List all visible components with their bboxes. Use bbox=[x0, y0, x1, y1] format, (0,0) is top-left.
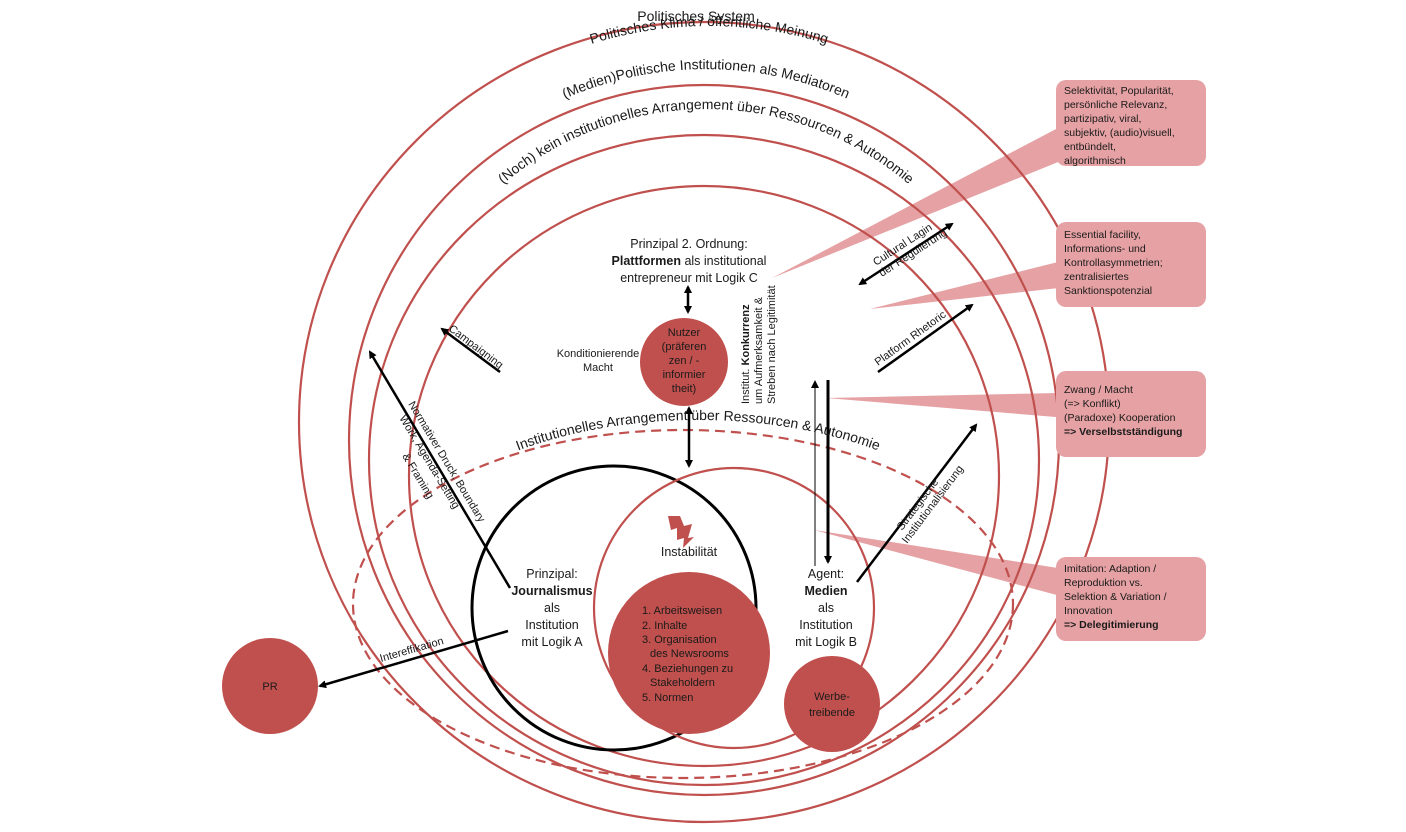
ring-label-no-arrangement: (Noch) kein institutionelles Arrangement… bbox=[495, 96, 918, 187]
arrow-platform-rhetoric bbox=[877, 303, 974, 374]
svg-text:um Aufmerksamkeit &: um Aufmerksamkeit & bbox=[753, 296, 765, 404]
ring-mediators bbox=[367, 133, 1041, 787]
nutzer-line-2: zen / - bbox=[669, 355, 700, 367]
nutzer-circle bbox=[640, 318, 728, 406]
medien-line3: als bbox=[818, 601, 834, 615]
pr-label: PR bbox=[262, 681, 277, 693]
callout4-line4: Innovation bbox=[1064, 605, 1113, 617]
werbe-line1: Werbe- bbox=[814, 691, 850, 703]
core-item-4b: Stakeholdern bbox=[650, 677, 715, 689]
konditionierende-line2: Macht bbox=[583, 362, 613, 374]
core-item-2: 2. Inhalte bbox=[642, 620, 687, 632]
callout2-line4: zentralisiertes bbox=[1064, 271, 1129, 283]
svg-text:Streben nach Legitimität: Streben nach Legitimität bbox=[766, 285, 778, 404]
callout-pointer-4 bbox=[814, 530, 1068, 598]
callout4-line3: Selektion & Variation / bbox=[1064, 591, 1167, 603]
callout4-line2: Reproduktion vs. bbox=[1064, 577, 1143, 589]
callout1-line6: algorithmisch bbox=[1064, 155, 1126, 167]
callout-essential-facility: Essential facility, Informations- und Ko… bbox=[1056, 222, 1206, 307]
arrow-strategische bbox=[856, 423, 978, 583]
core-circle bbox=[608, 572, 770, 734]
arrow-normative bbox=[368, 350, 512, 589]
callout-zwang: Zwang / Macht (=> Konflikt) (Paradoxe) K… bbox=[1056, 371, 1206, 457]
callout3-line1: Zwang / Macht bbox=[1064, 384, 1133, 396]
callout2-line2: Informations- und bbox=[1064, 243, 1146, 255]
werbe-line2: treibende bbox=[809, 707, 855, 719]
svg-text:Institut. Konkurrenz: Institut. Konkurrenz bbox=[740, 304, 752, 404]
callout1-line2: persönliche Relevanz, bbox=[1064, 99, 1168, 111]
platform-rhetoric-label: Platform Rhetoric bbox=[873, 308, 949, 368]
callout3-line3: (Paradoxe) Kooperation bbox=[1064, 412, 1176, 424]
konditionierende-line1: Konditionierende bbox=[557, 348, 640, 360]
platform-line1: Prinzipal 2. Ordnung: bbox=[630, 237, 747, 251]
callout-imitation: Imitation: Adaption / Reproduktion vs. S… bbox=[1056, 557, 1206, 641]
core-item-1: 1. Arbeitsweisen bbox=[642, 605, 722, 617]
ring-no-arrangement bbox=[407, 184, 1001, 768]
callout3-line4: => Verselbstständigung bbox=[1064, 426, 1183, 438]
callout-pointer-3 bbox=[826, 393, 1068, 418]
media-circle bbox=[592, 466, 876, 750]
callout1-line5: entbündelt, bbox=[1064, 141, 1116, 153]
ring-label-mediators: (Medien)Politische Institutionen als Med… bbox=[560, 56, 853, 101]
arrow-cultural-lag bbox=[858, 222, 954, 286]
core-item-4: 4. Beziehungen zu bbox=[642, 663, 733, 675]
medien-line1: Agent: bbox=[808, 567, 844, 581]
callout2-line1: Essential facility, bbox=[1064, 229, 1141, 241]
campaigning-label: Campaigning bbox=[446, 323, 505, 372]
nutzer-line-0: Nutzer bbox=[668, 327, 701, 339]
callout-platform-traits: Selektivität, Popularität, persönliche R… bbox=[1056, 80, 1206, 167]
journalism-line2: Journalismus bbox=[511, 584, 592, 598]
nutzer-line-4: theit) bbox=[672, 383, 696, 395]
werbe-circle bbox=[784, 656, 880, 752]
platform-line2: Plattformen als institutional bbox=[612, 254, 767, 268]
callout1-line4: subjektiv, (audio)visuell, bbox=[1064, 127, 1175, 139]
lightning-icon bbox=[668, 516, 694, 548]
journalism-line1: Prinzipal: bbox=[526, 567, 577, 581]
callout2-line5: Sanktionspotenzial bbox=[1064, 285, 1153, 297]
callout2-line3: Kontrollasymmetrien; bbox=[1064, 257, 1163, 269]
journalism-line5: mit Logik A bbox=[521, 635, 583, 649]
ring-label-political-system: Politisches System bbox=[637, 8, 754, 24]
pr-circle bbox=[222, 638, 318, 734]
arrow-campaigning bbox=[440, 327, 501, 374]
ring-label-climate: Politisches Klima / öffentliche Meinung bbox=[588, 13, 831, 47]
medien-line2: Medien bbox=[804, 584, 847, 598]
core-item-3b: des Newsrooms bbox=[650, 648, 729, 660]
callout3-line2: (=> Konflikt) bbox=[1064, 398, 1121, 410]
journalism-line3: als bbox=[544, 601, 560, 615]
core-item-3: 3. Organisation bbox=[642, 634, 717, 646]
callout1-line1: Selektivität, Popularität, bbox=[1064, 85, 1174, 97]
medien-line5: mit Logik B bbox=[795, 635, 857, 649]
arrow-intereffikation bbox=[318, 629, 509, 689]
callout1-line3: partizipativ, viral, bbox=[1064, 113, 1142, 125]
callout4-line5: => Delegitimierung bbox=[1064, 619, 1159, 631]
konkurrenz-label: Institut. Konkurrenz um Aufmerksamkeit &… bbox=[740, 285, 778, 404]
normativer-label: Normativer Druck, Boundary bbox=[405, 399, 487, 525]
core-item-5: 5. Normen bbox=[642, 692, 693, 704]
medien-line4: Institution bbox=[799, 618, 853, 632]
callout4-line1: Imitation: Adaption / bbox=[1064, 563, 1157, 575]
instabilitaet-label: Instabilität bbox=[661, 545, 718, 559]
nutzer-line-3: informier bbox=[663, 369, 706, 381]
nutzer-line-1: (präferen bbox=[662, 341, 707, 353]
platform-line3: entrepreneur mit Logik C bbox=[620, 271, 758, 285]
callout-pointer-1 bbox=[772, 128, 1068, 278]
journalism-line4: Institution bbox=[525, 618, 579, 632]
ring-institutional-arrangement bbox=[351, 428, 1015, 780]
